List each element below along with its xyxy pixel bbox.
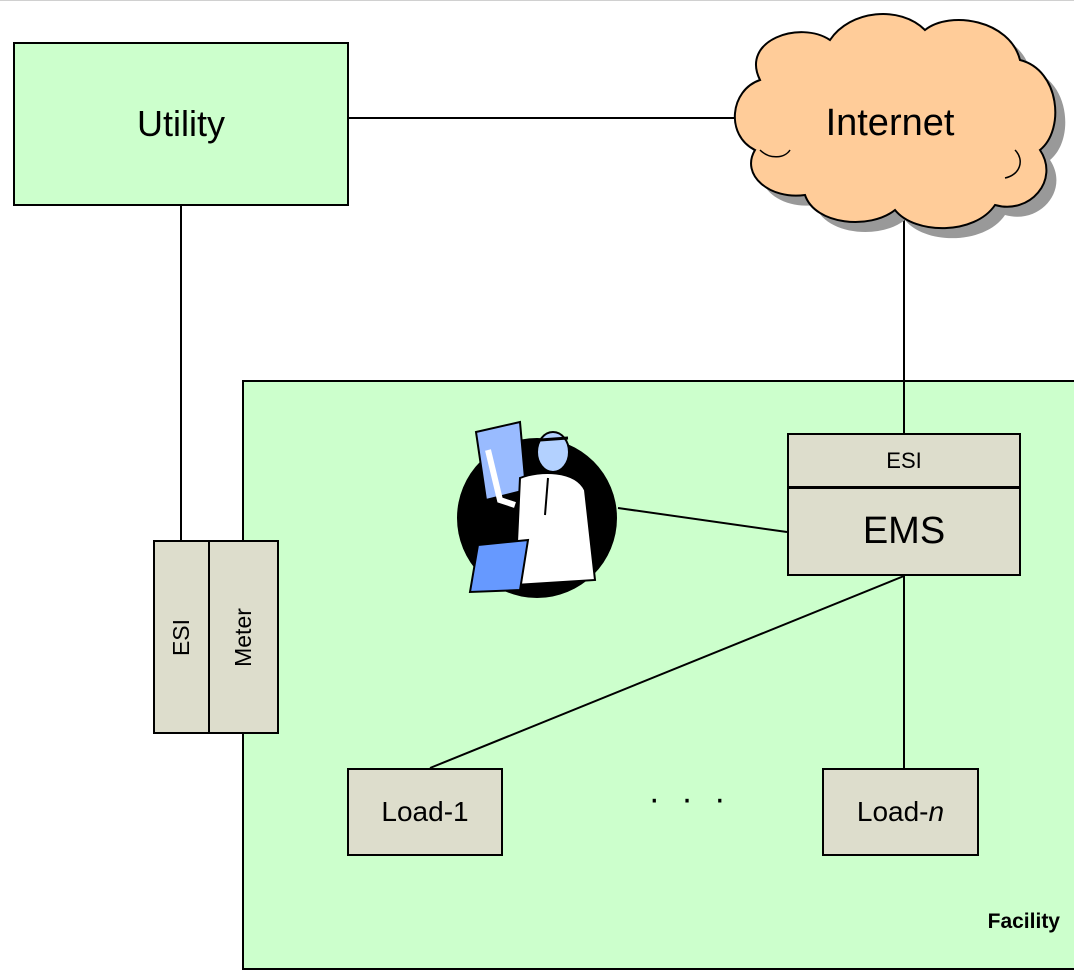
load-n-label: Load-n xyxy=(857,796,944,828)
utility-box: Utility xyxy=(13,42,349,206)
load-1-label: Load-1 xyxy=(381,796,469,827)
ems-esi-box: ESI xyxy=(787,433,1021,488)
load-n-prefix: Load- xyxy=(856,796,929,827)
ems-label: EMS xyxy=(862,510,946,552)
link-operator-ems xyxy=(617,507,788,533)
ems-esi-label: ESI xyxy=(886,447,922,473)
utility-label: Utility xyxy=(137,103,225,144)
ems-box: EMS xyxy=(787,487,1021,576)
facility-label: Facility xyxy=(987,910,1060,933)
load-n-suffix: n xyxy=(928,796,945,827)
internet-label: Internet xyxy=(825,102,955,144)
cloud-shape xyxy=(733,13,1057,230)
ellipsis: · · · xyxy=(648,780,732,818)
load-n-box: Load-n xyxy=(822,768,979,856)
meter-box: Meter xyxy=(208,540,279,734)
link-ems-load1 xyxy=(429,575,905,769)
load-1-box: Load-1 xyxy=(347,768,503,856)
top-border xyxy=(0,0,1074,1)
